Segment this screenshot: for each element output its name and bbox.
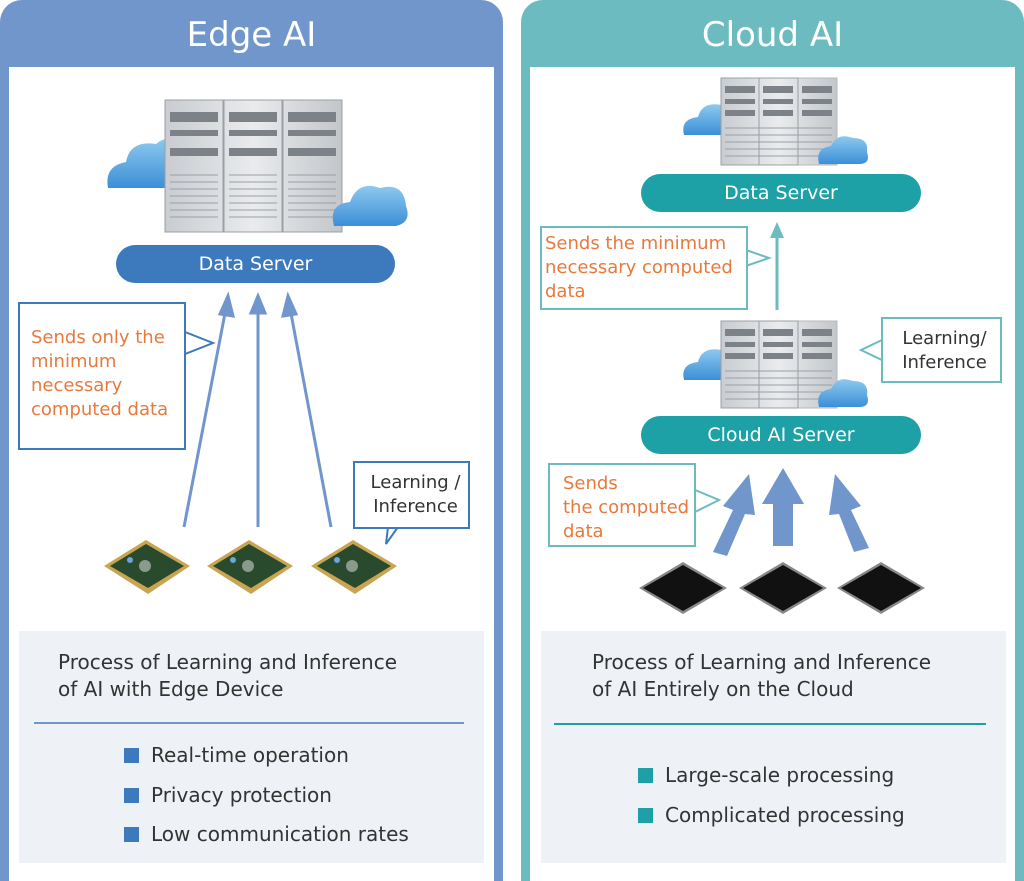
upload-arrows (713, 468, 869, 556)
cloud-summary-title: Process of Learning and Inference of AI … (592, 650, 932, 701)
edge-bullet: Low communication rates (124, 821, 409, 848)
server-rack-icon (164, 99, 343, 233)
cloud-ai-panel: Cloud AI (521, 0, 1024, 881)
send-minimum-data-callout: Sends the minimum necessary computed dat… (540, 226, 748, 310)
edge-chip-icon (104, 540, 190, 594)
chip-icon (837, 562, 925, 614)
data-server-label: Data Server (641, 174, 921, 212)
callout-tail (385, 526, 400, 545)
cloud-graphics (639, 77, 925, 614)
send-data-callout: Sends the computed data (548, 463, 696, 547)
callout-tail (694, 488, 722, 514)
edge-summary-box (19, 631, 484, 863)
edge-summary-title: Process of Learning and Inference of AI … (58, 650, 398, 701)
cloud-icon (683, 104, 722, 135)
cloud-bullet: Large-scale processing (638, 762, 894, 789)
edge-bullet: Privacy protection (124, 782, 332, 809)
cloud-icon (683, 349, 722, 380)
learning-inference-callout: Learning/ Inference (881, 317, 1002, 383)
server-rack-icon (720, 77, 838, 166)
cloud-summary-box (541, 631, 1006, 863)
edge-panel-title: Edge AI (186, 15, 317, 55)
learning-inference-callout: Learning / Inference (353, 461, 470, 529)
upload-arrows (182, 291, 333, 528)
cloud-divider (554, 723, 986, 725)
edge-bullet: Real-time operation (124, 742, 349, 769)
edge-chip-icon (311, 540, 397, 594)
server-rack-icon (720, 320, 838, 409)
cloud-panel-title: Cloud AI (701, 15, 844, 55)
chip-icon (739, 562, 827, 614)
callout-tail (745, 248, 773, 268)
cloud-ai-server-label: Cloud AI Server (641, 416, 921, 454)
edge-graphics (104, 99, 408, 594)
cloud-bullet: Complicated processing (638, 802, 905, 829)
cloud-icon (818, 379, 868, 407)
cloud-icon (818, 136, 868, 164)
callout-tail (184, 330, 216, 356)
callout-tail (858, 338, 883, 362)
data-server-label: Data Server (116, 245, 395, 283)
send-data-callout: Sends only the minimum necessary compute… (18, 302, 186, 450)
chip-icon (639, 562, 727, 614)
upload-arrow (770, 222, 784, 310)
edge-chip-icon (207, 540, 293, 594)
cloud-icon (332, 185, 408, 226)
edge-ai-panel: Edge AI (0, 0, 503, 881)
edge-divider (34, 722, 464, 724)
